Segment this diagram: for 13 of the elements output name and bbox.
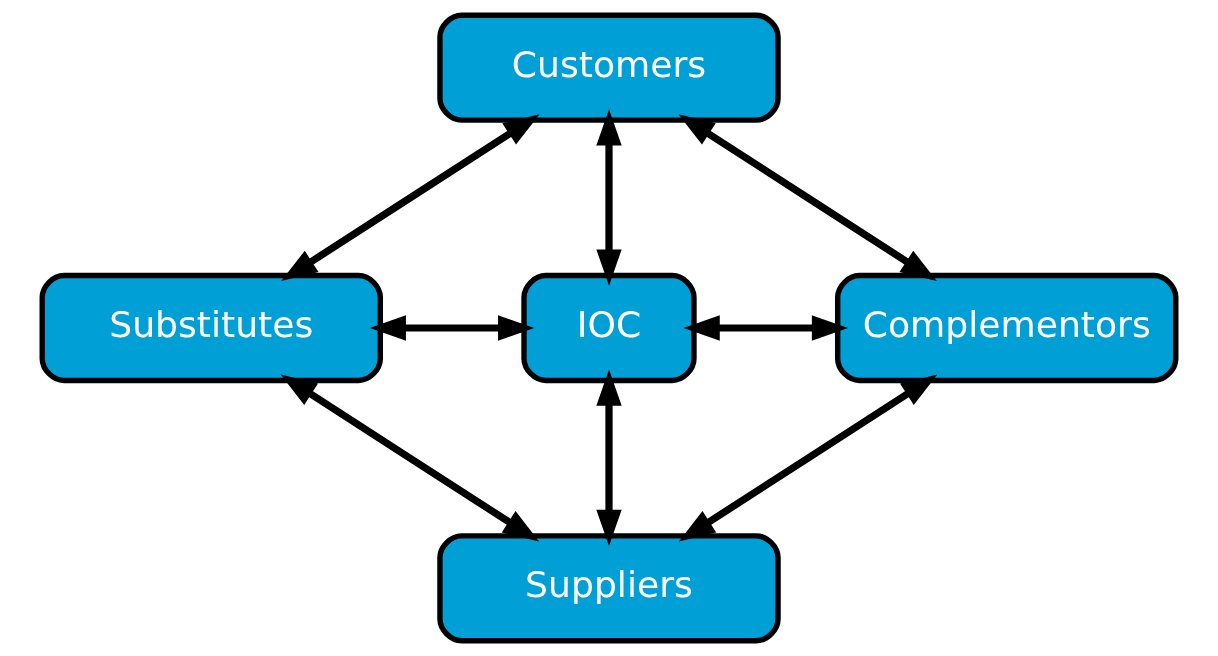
arrow <box>678 114 937 282</box>
node-box: IOC <box>521 272 697 384</box>
arrow <box>369 315 535 341</box>
node-box: Complementors <box>835 272 1179 384</box>
node-box: Substitutes <box>39 272 383 384</box>
arrow <box>280 374 540 542</box>
arrow <box>596 369 622 546</box>
arrow <box>281 114 540 282</box>
arrow <box>678 374 938 542</box>
node-box: Suppliers <box>437 533 781 644</box>
node-box: Customers <box>437 12 781 123</box>
arrow <box>683 315 849 341</box>
arrow <box>596 109 622 286</box>
